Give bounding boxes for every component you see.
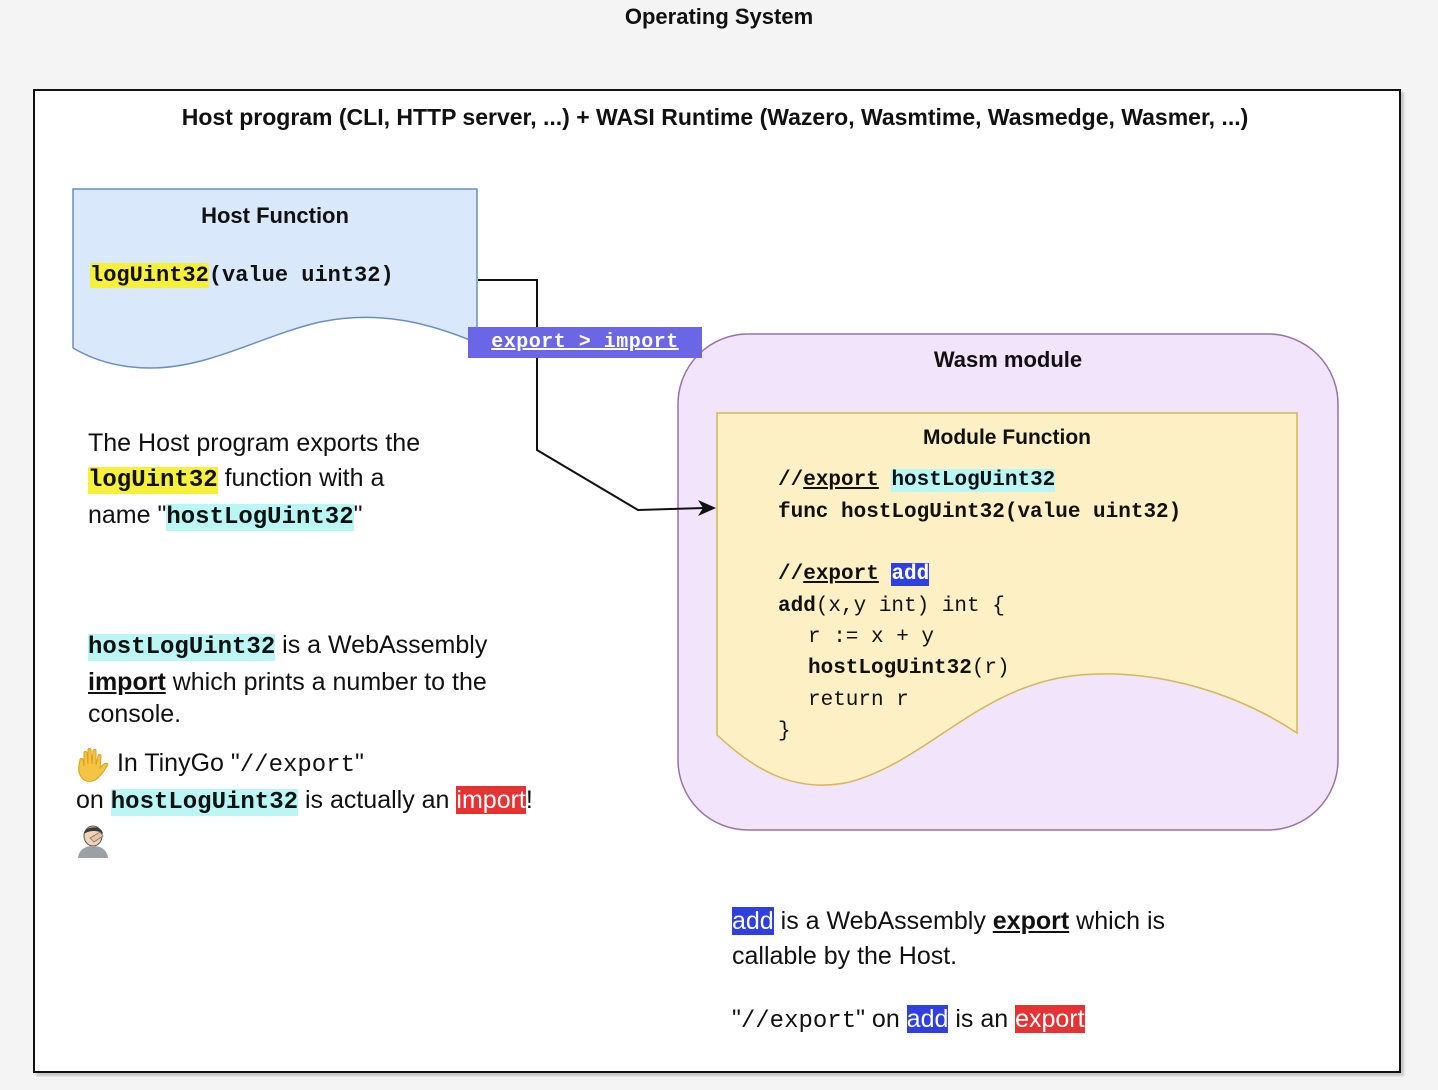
host-program-title: Host program (CLI, HTTP server, ...) + W… (181, 104, 1249, 130)
note-import-word: import (88, 668, 166, 696)
export-import-connector (478, 279, 705, 512)
note-export-word: export (992, 907, 1070, 935)
note-host-name: hostLogUint32 (166, 504, 354, 531)
note-add-badge: add (906, 1005, 949, 1033)
note-export-code: //export (239, 752, 355, 779)
arrow-head-icon (698, 500, 716, 516)
note-text: " (732, 1005, 741, 1033)
note-text: The Host program exports the (88, 429, 421, 457)
code-comment-slashes: // (778, 469, 804, 492)
note-host-name: hostLogUint32 (88, 634, 276, 661)
host-function-args: (value uint32) (208, 263, 394, 288)
note-text: " on (856, 1005, 907, 1033)
code-comment-slashes: // (778, 563, 804, 586)
code-close-brace: } (778, 720, 791, 743)
facepalm-person-icon (78, 825, 108, 858)
note-text: ! (525, 786, 533, 814)
code-export-word: export (803, 563, 879, 586)
host-function-name: logUint32 (90, 263, 209, 288)
note-text: is an (948, 1005, 1016, 1033)
host-function-box (72, 188, 478, 369)
note-tinygo: In TinyGo "//export" on hostLogUint32 is… (76, 746, 636, 868)
note-text: which prints a number to the (165, 668, 487, 696)
note-export-on-add: "//export" on add is an export (732, 1002, 1252, 1039)
note-host-exports: The Host program exports the logUint32 f… (88, 426, 508, 535)
note-text: name " (88, 501, 167, 529)
note-text: is a WebAssembly (773, 907, 993, 935)
note-export-badge: export (1015, 1005, 1085, 1033)
note-import-badge: import (456, 786, 526, 814)
code-add-signature: add(x,y int) int { (778, 595, 1005, 619)
note-text: In TinyGo " (110, 749, 240, 777)
note-text: on (76, 786, 111, 814)
note-export-code: //export (740, 1008, 857, 1035)
note-text: " (353, 501, 363, 529)
note-add-export: add is a WebAssembly export which is cal… (732, 904, 1292, 974)
code-call-line: hostLogUint32(r) (808, 657, 1010, 681)
note-host-name: hostLogUint32 (110, 789, 298, 816)
note-text: is a WebAssembly (275, 631, 488, 659)
note-text: " (354, 749, 364, 777)
note-text: callable by the Host. (732, 942, 958, 970)
code-return-line: return r (808, 689, 909, 712)
module-function-title: Module Function (923, 426, 1091, 449)
note-text: console. (88, 700, 182, 728)
note-text: which is (1069, 907, 1166, 935)
code-call-args: (r) (971, 657, 1010, 680)
code-host-name: hostLogUint32 (891, 469, 1056, 492)
module-function-box (716, 412, 1298, 786)
export-import-label: export > import (468, 327, 702, 358)
code-add-sig-rest: (x,y int) int { (815, 595, 1005, 618)
code-add-name: add (891, 563, 930, 586)
note-text: is actually an (298, 786, 457, 814)
host-function-title: Host Function (201, 203, 349, 228)
operating-system-title: Operating System (624, 4, 814, 29)
host-function-signature: logUint32(value uint32) (90, 263, 394, 288)
code-line-r: r := x + y (808, 626, 935, 649)
note-text: function with a (217, 464, 385, 492)
code-export-host-line: //export hostLogUint32 (778, 469, 1056, 493)
note-add-badge: add (732, 907, 774, 935)
code-call-name: hostLogUint32 (808, 657, 972, 680)
note-fn-name: logUint32 (88, 467, 218, 494)
wasm-module-title: Wasm module (933, 347, 1083, 372)
code-add-sig-name: add (778, 595, 816, 618)
code-func-line: func hostLogUint32(value uint32) (778, 501, 1182, 524)
note-import-explanation: hostLogUint32 is a WebAssembly import wh… (88, 628, 568, 732)
code-export-word: export (803, 469, 879, 492)
code-export-add-line: //export add (778, 563, 930, 587)
raised-hand-icon (78, 748, 109, 783)
